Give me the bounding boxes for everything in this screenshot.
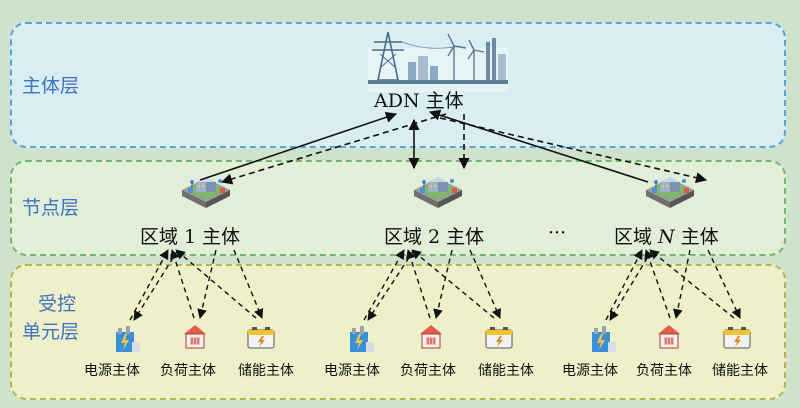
region-2-label: 区域 2 主体	[384, 226, 485, 248]
adn-label: ADN 主体	[374, 90, 464, 112]
unit-label-storage: 储能主体	[478, 363, 534, 379]
node-layer-box	[10, 160, 786, 256]
power-source-icon	[116, 326, 140, 352]
region-1-label: 区域 1 主体	[140, 226, 241, 248]
unit-label-storage: 储能主体	[712, 363, 768, 379]
unit-label-power: 电源主体	[84, 363, 140, 379]
region-2-icon	[413, 176, 463, 209]
unit-label-load: 负荷主体	[400, 363, 456, 379]
load-icon	[419, 324, 443, 349]
region-unit-arrows	[129, 249, 741, 321]
region-n-label: 区域 N 主体	[614, 226, 719, 248]
controlled-unit-layer-box	[10, 264, 786, 400]
power-source-icon	[350, 326, 374, 352]
load-icon	[657, 324, 681, 349]
energy-storage-icon	[485, 326, 513, 349]
controlled-layer-label-line2: 单元层	[22, 321, 80, 343]
unit-label-load: 负荷主体	[160, 363, 216, 379]
region-n-icon	[645, 176, 695, 209]
adn-icon	[368, 31, 508, 92]
main-layer-label: 主体层	[22, 75, 80, 97]
load-icon	[183, 324, 207, 349]
unit-label-power: 电源主体	[324, 363, 380, 379]
unit-label-load: 负荷主体	[636, 363, 692, 379]
power-source-icon	[592, 326, 616, 352]
energy-storage-icon	[247, 326, 275, 349]
adn-region-arrows	[199, 109, 708, 185]
main-layer-box	[10, 22, 786, 148]
node-layer-label: 节点层	[22, 197, 80, 219]
controlled-layer-label-line1: 受控	[38, 293, 77, 315]
ellipsis: ···	[548, 222, 567, 244]
unit-label-storage: 储能主体	[238, 363, 294, 379]
unit-label-power: 电源主体	[562, 363, 618, 379]
energy-storage-icon	[723, 326, 751, 349]
